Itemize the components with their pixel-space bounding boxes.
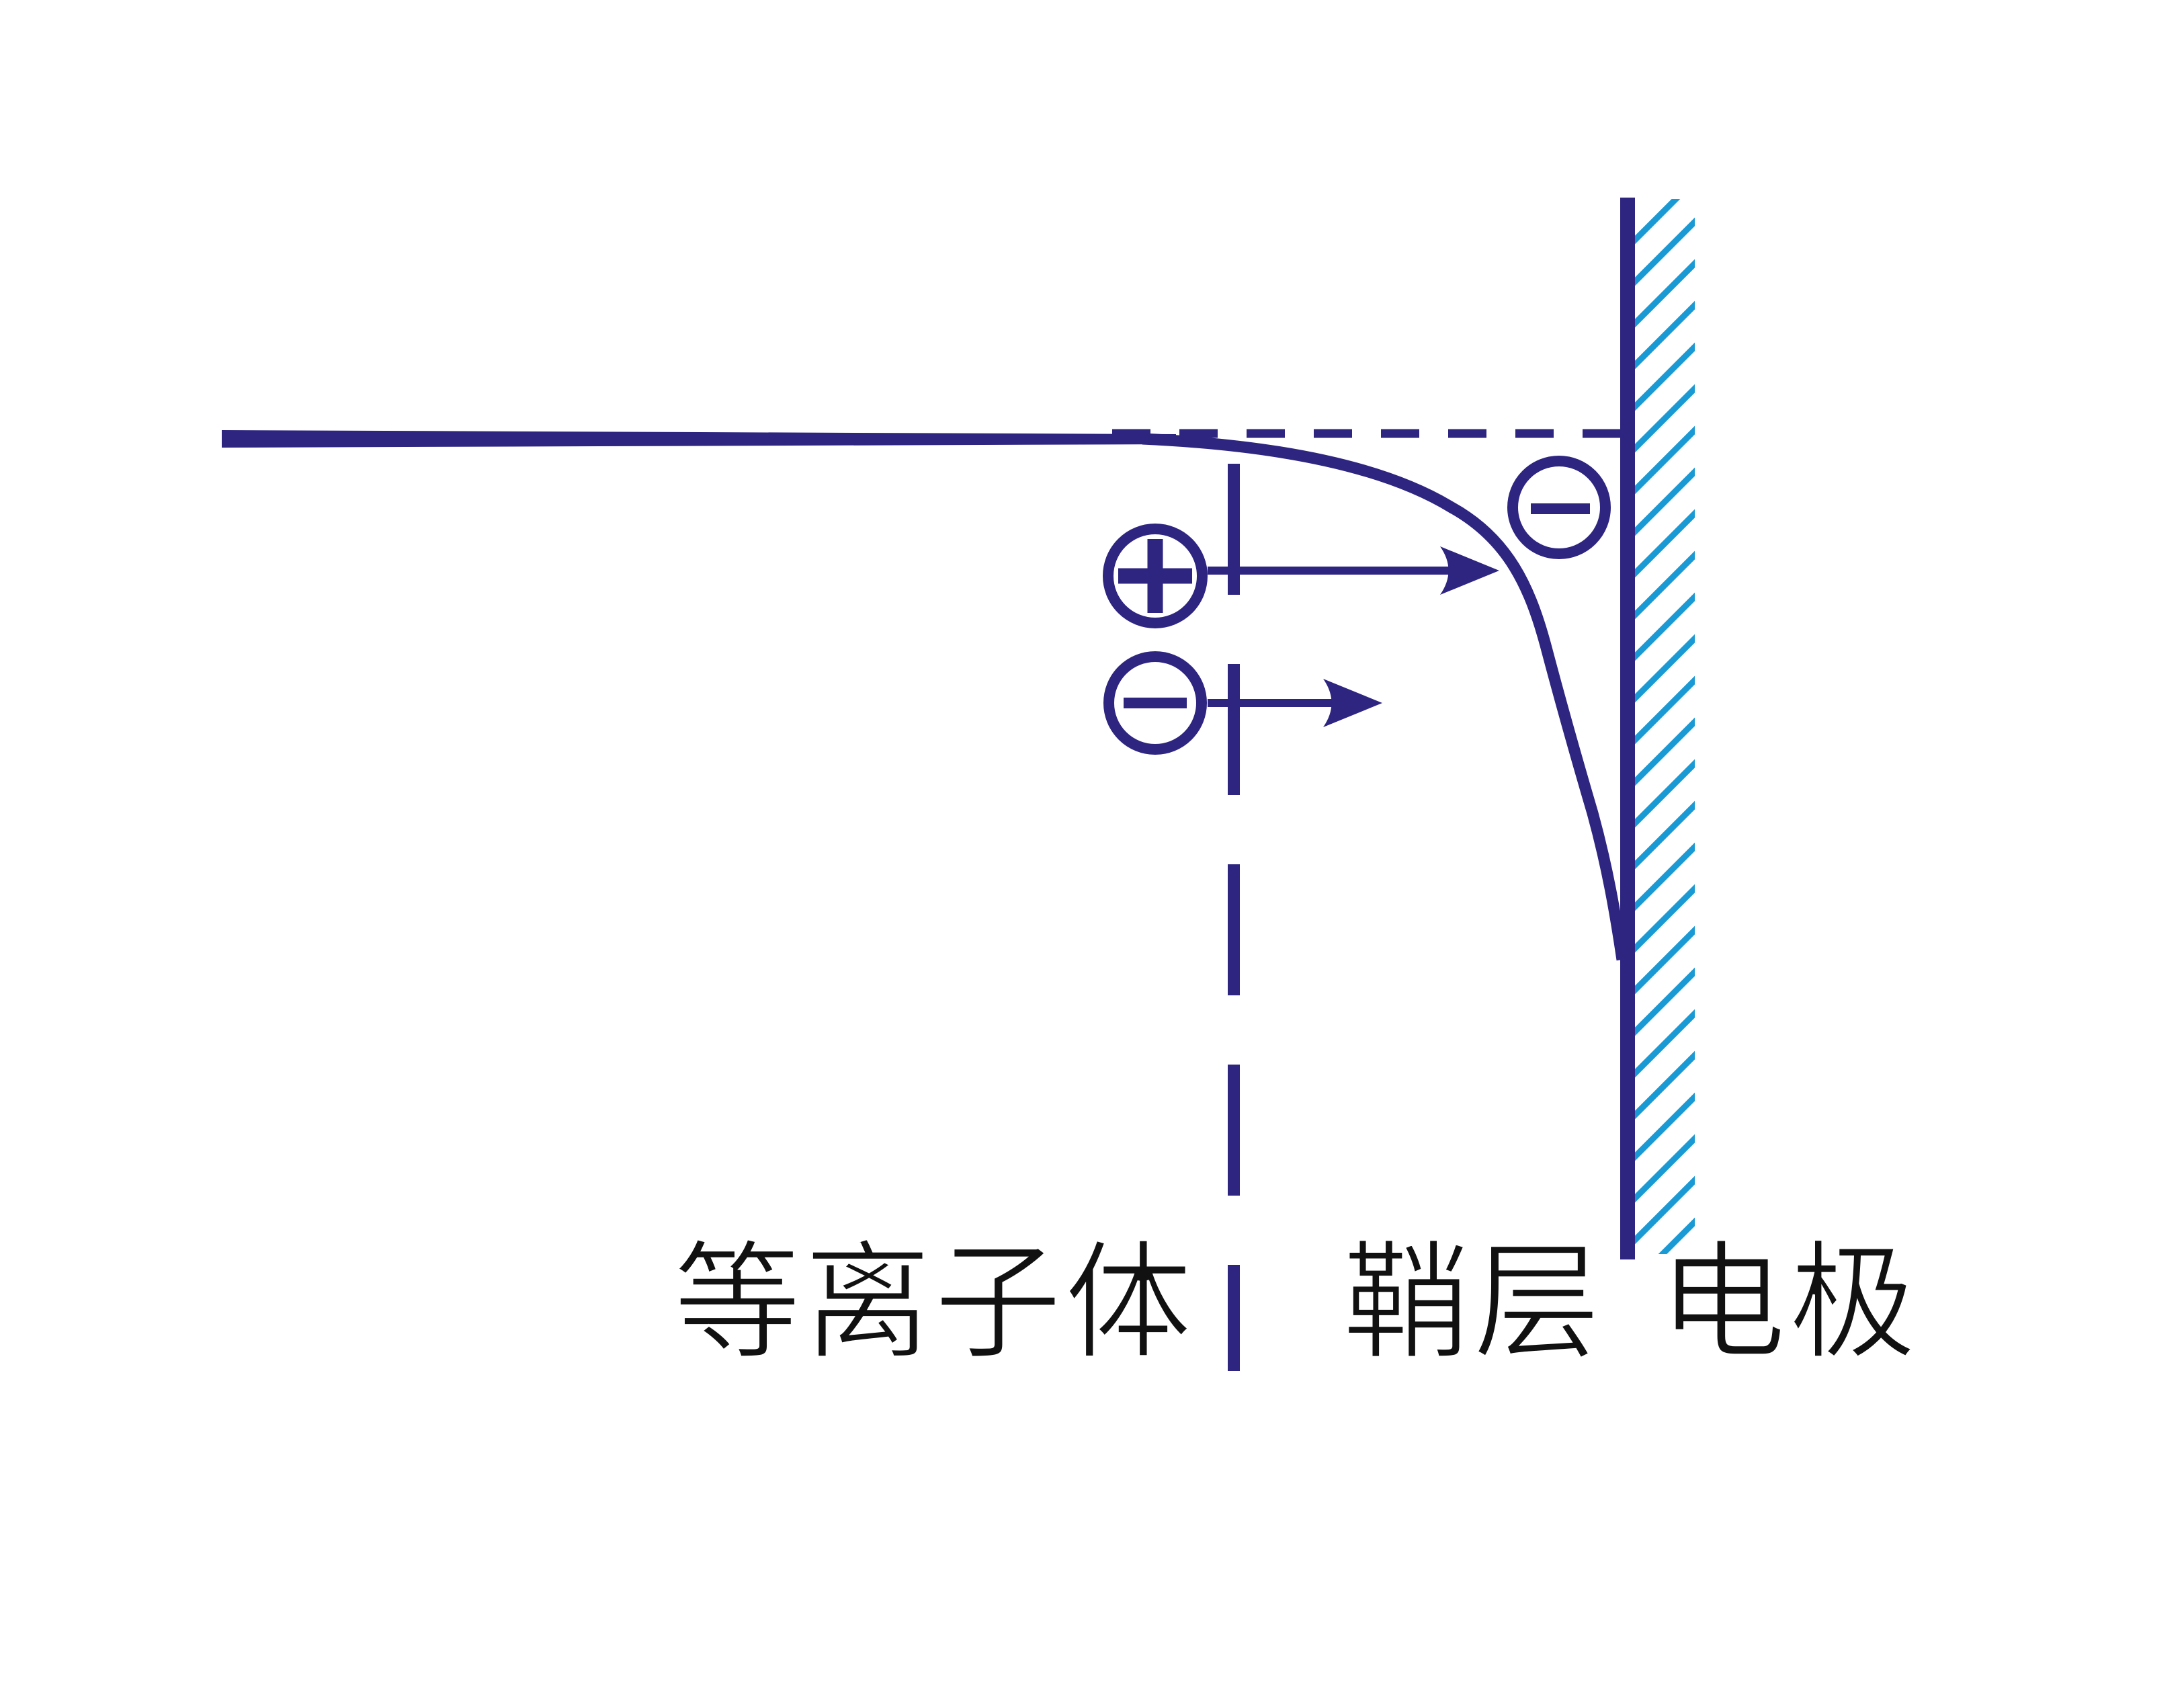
hatch-stroke [1635,717,1695,786]
electron-icon-bulk [1103,651,1207,755]
hatch-stroke [1635,425,1695,495]
hatch-stroke [1635,342,1695,411]
hatch-stroke [1635,217,1695,286]
ion-flux-arrow [1208,546,1499,595]
electrode-hatching [1635,199,1695,1254]
hatch-stroke [1635,759,1695,828]
hatch-stroke [1635,1175,1695,1245]
hatch-stroke [1635,550,1695,620]
hatch-stroke [1635,1009,1695,1078]
hatch-stroke [1635,199,1681,245]
sheath-potential-curve [1142,433,1628,961]
hatch-stroke [1658,1217,1695,1254]
plasma-potential-flat-line [222,430,1176,448]
hatch-stroke [1635,1092,1695,1161]
electron-flux-arrow [1208,679,1382,727]
hatch-stroke [1635,384,1695,453]
hatch-stroke [1635,259,1695,328]
hatch-stroke [1635,1134,1695,1203]
hatch-stroke [1635,967,1695,1036]
hatch-stroke [1635,634,1695,703]
hatch-stroke [1635,884,1695,953]
hatch-stroke [1635,675,1695,745]
positive-ion-icon [1103,524,1208,628]
hatch-stroke [1635,592,1695,661]
hatch-stroke [1635,1050,1695,1120]
hatch-stroke [1635,300,1695,370]
hatch-stroke [1635,467,1695,536]
plasma-label: 等离子体 [673,1234,1195,1375]
hatch-stroke [1635,800,1695,870]
hatch-stroke [1635,925,1695,995]
hatch-stroke [1635,842,1695,911]
electron-icon-sheath [1507,456,1611,559]
electrode-label: 电极 [1658,1234,1919,1375]
sheath-label: 鞘层 [1343,1234,1603,1375]
hatch-stroke [1635,509,1695,578]
